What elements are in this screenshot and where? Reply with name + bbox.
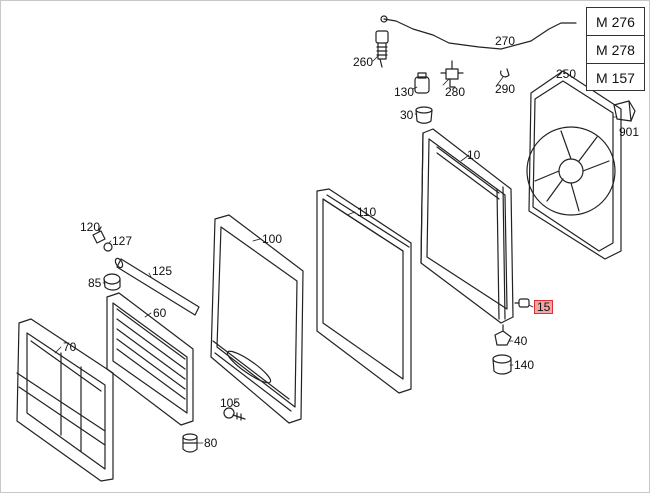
callout-15-highlighted[interactable]: 15: [534, 300, 554, 314]
callout-70[interactable]: 70: [63, 340, 77, 354]
bracket-frame-70-drawing: [16, 318, 114, 482]
leader-lines: [54, 54, 618, 444]
radiator-10-drawing: [420, 128, 514, 324]
cable-270-drawing: [380, 15, 577, 50]
bracket-120-drawing: [92, 226, 106, 244]
tag-901-drawing: [613, 100, 636, 122]
callout-80[interactable]: 80: [204, 436, 218, 450]
engine-code-table: M 276 M 278 M 157: [586, 7, 645, 91]
cooler-60-drawing: [106, 292, 194, 426]
engine-code-1[interactable]: M 276: [587, 8, 644, 36]
callout-901[interactable]: 901: [619, 125, 640, 139]
engine-code-2[interactable]: M 278: [587, 36, 644, 64]
callout-270[interactable]: 270: [495, 34, 516, 48]
callout-127[interactable]: 127: [112, 234, 133, 248]
frame-100-drawing: [210, 214, 304, 424]
callout-125[interactable]: 125: [152, 264, 173, 278]
callout-130[interactable]: 130: [394, 85, 415, 99]
bushing-80-drawing: [182, 433, 198, 453]
callout-10[interactable]: 10: [467, 148, 481, 162]
drain-plug-15-drawing: [514, 298, 530, 308]
sensor-280-drawing: [440, 60, 464, 88]
callout-110[interactable]: 110: [357, 205, 377, 219]
callout-30[interactable]: 30: [400, 108, 414, 122]
fan-shroud-250-drawing: [526, 70, 622, 260]
sensor-130-drawing: [414, 72, 430, 94]
screw-105-drawing: [223, 407, 246, 421]
clip-127-drawing: [103, 242, 113, 252]
callout-140[interactable]: 140: [514, 358, 535, 372]
engine-code-3[interactable]: M 157: [596, 69, 635, 86]
callout-250[interactable]: 250: [556, 67, 577, 81]
tube-125-drawing: [114, 257, 200, 316]
rubber-mount-140-drawing: [492, 354, 512, 375]
mount-40-drawing: [494, 324, 512, 346]
frame-110-drawing: [316, 188, 412, 394]
callout-280[interactable]: 280: [445, 85, 466, 99]
callout-85[interactable]: 85: [88, 276, 102, 290]
callout-105[interactable]: 105: [220, 396, 241, 410]
sensor-260-drawing: [375, 30, 389, 68]
callout-60[interactable]: 60: [153, 306, 167, 320]
callout-120[interactable]: 120: [80, 220, 101, 234]
clip-290-drawing: [500, 68, 510, 78]
callout-290[interactable]: 290: [495, 82, 516, 96]
callout-260[interactable]: 260: [353, 55, 374, 69]
cap-30-drawing: [415, 106, 433, 124]
plug-85-drawing: [103, 273, 121, 291]
callout-100[interactable]: 100: [262, 232, 283, 246]
callout-40[interactable]: 40: [514, 334, 528, 348]
